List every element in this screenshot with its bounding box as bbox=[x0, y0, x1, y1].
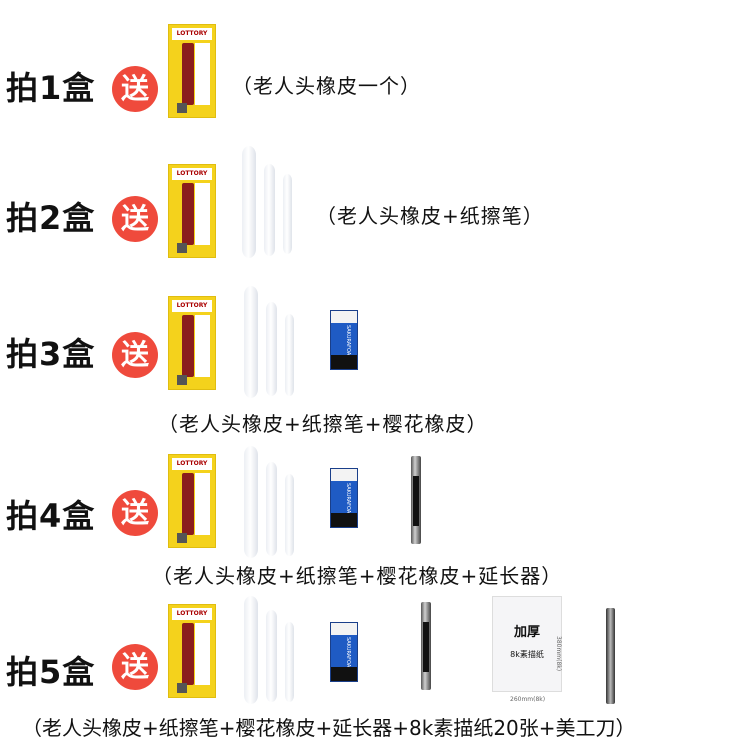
tier-3: 拍3盒 送 LOTTORY SAKURAFOAM （老人头橡皮+纸擦笔+樱花橡皮… bbox=[0, 282, 750, 442]
buy-label: 拍5盒 bbox=[6, 653, 96, 691]
brand-label: LOTTORY bbox=[172, 300, 212, 312]
eraser-box-bottom bbox=[331, 355, 357, 369]
tier-4: 拍4盒 送 LOTTORY SAKURAFOAM （老人头橡皮+纸擦笔+樱花橡皮… bbox=[0, 446, 750, 596]
utility-knife-image bbox=[606, 608, 615, 704]
eraser-box-bottom bbox=[331, 667, 357, 681]
blending-stump-large bbox=[244, 596, 258, 704]
card-label bbox=[195, 623, 210, 685]
pencil-extender-image bbox=[411, 456, 421, 544]
card-label bbox=[195, 43, 210, 105]
eraser-box-text: SAKURAFOAM bbox=[345, 325, 351, 355]
paper-height-label: 380mm(8k) bbox=[555, 636, 562, 672]
blending-stump-medium bbox=[264, 164, 275, 256]
eraser-cap bbox=[331, 623, 357, 635]
gift-description: （老人头橡皮+纸擦笔+樱花橡皮） bbox=[158, 412, 488, 436]
eraser-box-text: SAKURAFOAM bbox=[345, 483, 351, 513]
sakura-eraser-image: SAKURAFOAM bbox=[330, 622, 358, 682]
brand-label: LOTTORY bbox=[172, 458, 212, 470]
eraser-stick bbox=[182, 315, 194, 377]
card-label bbox=[195, 473, 210, 535]
eraser-card-image: LOTTORY bbox=[168, 296, 216, 390]
eraser-cap bbox=[331, 469, 357, 481]
eraser-box-text: SAKURAFOAM bbox=[345, 637, 351, 667]
qr-icon bbox=[177, 103, 187, 113]
eraser-box-bottom bbox=[331, 513, 357, 527]
buy-label: 拍2盒 bbox=[6, 199, 96, 237]
blending-stump-large bbox=[244, 446, 258, 558]
card-label bbox=[195, 315, 210, 377]
pencil-extender-image bbox=[421, 602, 431, 690]
gift-description: （老人头橡皮+纸擦笔+樱花橡皮+延长器+8k素描纸20张+美工刀） bbox=[22, 716, 636, 740]
gift-description: （老人头橡皮+纸擦笔） bbox=[316, 204, 544, 228]
eraser-stick bbox=[182, 473, 194, 535]
blending-stump-small bbox=[285, 314, 294, 396]
brand-label: LOTTORY bbox=[172, 28, 212, 40]
sakura-eraser-image: SAKURAFOAM bbox=[330, 310, 358, 370]
blending-stump-medium bbox=[266, 610, 277, 702]
qr-icon bbox=[177, 683, 187, 693]
tier-5: 拍5盒 送 LOTTORY SAKURAFOAM 加厚 8k素描纸 260mm(… bbox=[0, 596, 750, 750]
brand-label: LOTTORY bbox=[172, 168, 212, 180]
gift-badge: 送 bbox=[112, 196, 158, 242]
gift-badge: 送 bbox=[112, 644, 158, 690]
paper-width-label: 260mm(8k) bbox=[510, 696, 546, 703]
blending-stump-small bbox=[285, 622, 294, 702]
paper-title: 加厚 bbox=[513, 625, 540, 640]
tier-2: 拍2盒 送 LOTTORY （老人头橡皮+纸擦笔） bbox=[0, 140, 750, 280]
paper-subtitle: 8k素描纸 bbox=[510, 650, 544, 659]
blending-stump-medium bbox=[266, 302, 277, 396]
gift-badge: 送 bbox=[112, 332, 158, 378]
blending-stump-small bbox=[283, 174, 292, 254]
buy-label: 拍1盒 bbox=[6, 69, 96, 107]
blending-stump-large bbox=[242, 146, 256, 258]
sakura-eraser-image: SAKURAFOAM bbox=[330, 468, 358, 528]
eraser-stick bbox=[182, 183, 194, 245]
gift-description: （老人头橡皮+纸擦笔+樱花橡皮+延长器） bbox=[152, 564, 563, 588]
qr-icon bbox=[177, 375, 187, 385]
tier-1: 拍1盒 送 LOTTORY （老人头橡皮一个） bbox=[0, 0, 750, 130]
gift-badge: 送 bbox=[112, 490, 158, 536]
sketch-paper-image: 加厚 8k素描纸 bbox=[492, 596, 562, 692]
gift-description: （老人头橡皮一个） bbox=[232, 74, 421, 98]
gift-badge: 送 bbox=[112, 66, 158, 112]
buy-label: 拍3盒 bbox=[6, 335, 96, 373]
eraser-stick bbox=[182, 623, 194, 685]
eraser-cap bbox=[331, 311, 357, 323]
brand-label: LOTTORY bbox=[172, 608, 212, 620]
eraser-card-image: LOTTORY bbox=[168, 454, 216, 548]
eraser-card-image: LOTTORY bbox=[168, 164, 216, 258]
eraser-card-image: LOTTORY bbox=[168, 604, 216, 698]
card-label bbox=[195, 183, 210, 245]
buy-label: 拍4盒 bbox=[6, 497, 96, 535]
blending-stump-large bbox=[244, 286, 258, 398]
qr-icon bbox=[177, 533, 187, 543]
eraser-card-image: LOTTORY bbox=[168, 24, 216, 118]
eraser-stick bbox=[182, 43, 194, 105]
blending-stump-medium bbox=[266, 462, 277, 556]
blending-stump-small bbox=[285, 474, 294, 556]
qr-icon bbox=[177, 243, 187, 253]
